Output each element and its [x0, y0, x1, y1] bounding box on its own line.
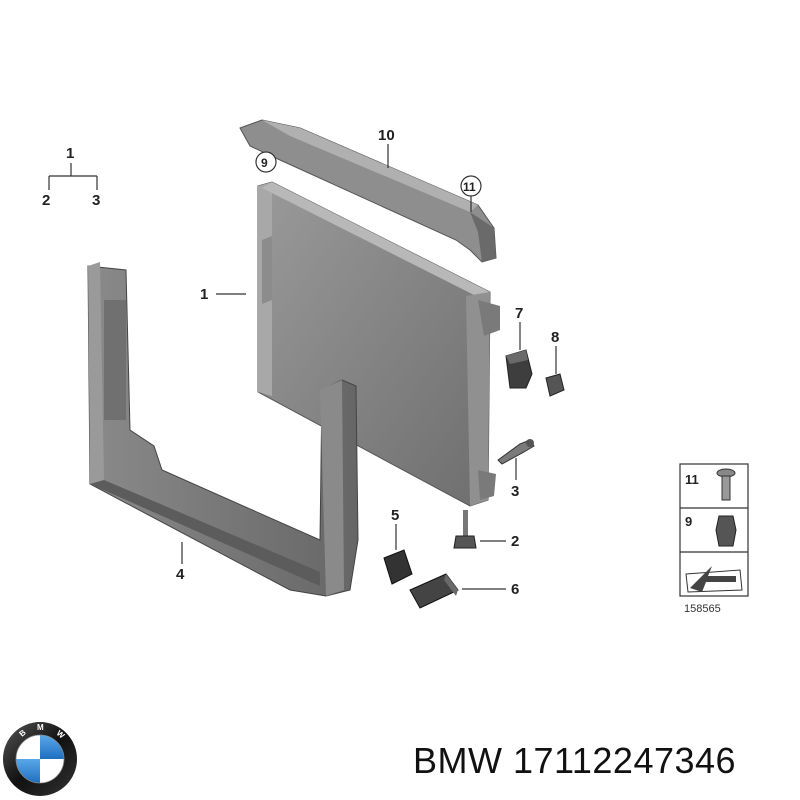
- callout-tree-2: 2: [42, 192, 50, 209]
- footer-title: BMW 17112247346: [413, 740, 736, 782]
- legend-row-9: 9: [685, 514, 692, 529]
- callout-8: 8: [551, 329, 559, 346]
- svg-text:B: B: [18, 728, 28, 739]
- screw-icon: [716, 468, 736, 501]
- callout-5: 5: [391, 507, 399, 524]
- radiator: [257, 181, 500, 507]
- callout-tree-3: 3: [92, 192, 100, 209]
- diagram-reference-number: 158565: [684, 603, 721, 615]
- callout-10: 10: [378, 127, 395, 144]
- callout-6: 6: [511, 581, 519, 598]
- svg-text:W: W: [55, 729, 67, 741]
- callout-4: 4: [176, 566, 185, 583]
- part-6-mount: [409, 573, 459, 609]
- bmw-logo: B M W: [3, 722, 77, 796]
- callout-11: 11: [463, 180, 476, 194]
- assembly-tree: 1 2 3: [42, 145, 100, 209]
- direction-arrow-icon: [685, 566, 743, 593]
- clip-icon: [715, 515, 737, 547]
- part-3-pin: [497, 439, 535, 465]
- parts-legend: 11 9: [679, 463, 749, 597]
- callout-7: 7: [515, 305, 523, 322]
- part-7-bracket: [505, 349, 533, 389]
- callout-3: 3: [511, 483, 519, 500]
- part-number: 17112247346: [513, 740, 737, 781]
- fan-shroud-frame: [87, 262, 359, 597]
- radiator-top-cover: [239, 119, 497, 263]
- callout-9: 9: [261, 156, 268, 170]
- callout-tree-1: 1: [66, 145, 74, 162]
- callout-1: 1: [200, 286, 208, 303]
- callout-2: 2: [511, 533, 519, 550]
- part-8-clip: [545, 373, 565, 397]
- part-5-mount: [383, 549, 413, 585]
- part-2-bolt: [453, 510, 477, 549]
- brand-name: BMW: [413, 740, 503, 781]
- legend-row-11: 11: [685, 472, 699, 487]
- svg-text:M: M: [37, 723, 44, 732]
